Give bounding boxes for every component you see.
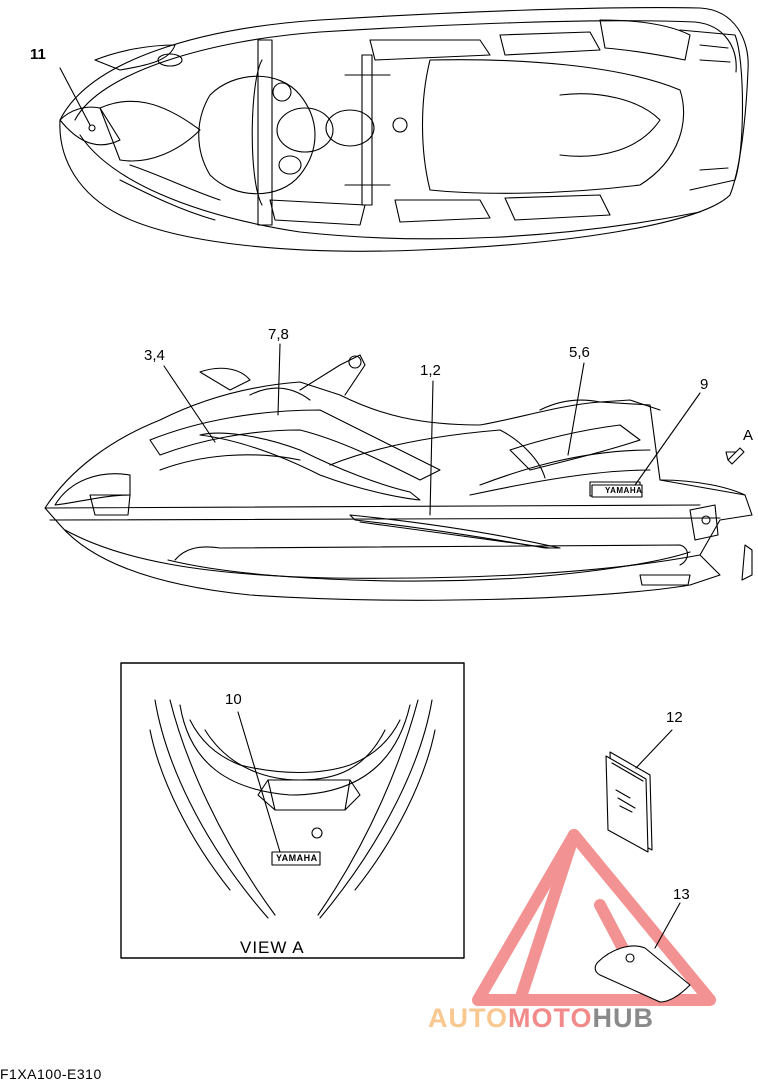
leader-line-13 <box>654 902 681 949</box>
part-13-pouch <box>594 945 691 1003</box>
top-view-hull <box>59 7 749 252</box>
leader-line-1-2 <box>429 380 434 516</box>
part-12-card <box>605 751 653 853</box>
leader-line-7-8 <box>277 343 281 416</box>
view-a-frame <box>120 662 465 959</box>
leader-line-3-4 <box>163 365 216 443</box>
callout-5-6: 5,6 <box>569 344 590 361</box>
leader-line-12 <box>635 729 673 769</box>
wordmark-moto: MOTO <box>508 1003 593 1033</box>
leader-line-9 <box>634 392 701 486</box>
wordmark-auto: AUTO <box>428 1003 509 1033</box>
leader-line-11 <box>59 67 91 126</box>
decal-9-text: YAMAHA <box>605 486 643 495</box>
callout-13: 13 <box>673 886 690 903</box>
decal-10-text: YAMAHA <box>276 853 318 863</box>
view-a-stern <box>149 699 436 919</box>
side-view-hull <box>44 354 753 601</box>
view-a-caption: VIEW A <box>240 938 305 957</box>
callout-10: 10 <box>225 691 242 708</box>
callout-9: 9 <box>700 376 709 393</box>
leader-line-10 <box>237 711 281 853</box>
callout-3-4: 3,4 <box>144 347 165 364</box>
drawing-code: F1XA100-E310 <box>0 1066 102 1082</box>
watermark-wordmark: AUTOMOTOHUB <box>428 1003 654 1034</box>
callout-1-2: 1,2 <box>420 362 441 379</box>
callout-view-a: A <box>743 427 754 444</box>
view-a-arrow <box>725 447 745 465</box>
callout-11: 11 <box>30 46 46 63</box>
callout-12: 12 <box>666 709 683 726</box>
decal-yamaha-side <box>591 484 643 498</box>
leader-line-5-6 <box>567 362 585 456</box>
callout-7-8: 7,8 <box>268 326 289 343</box>
wordmark-hub: HUB <box>592 1003 655 1033</box>
